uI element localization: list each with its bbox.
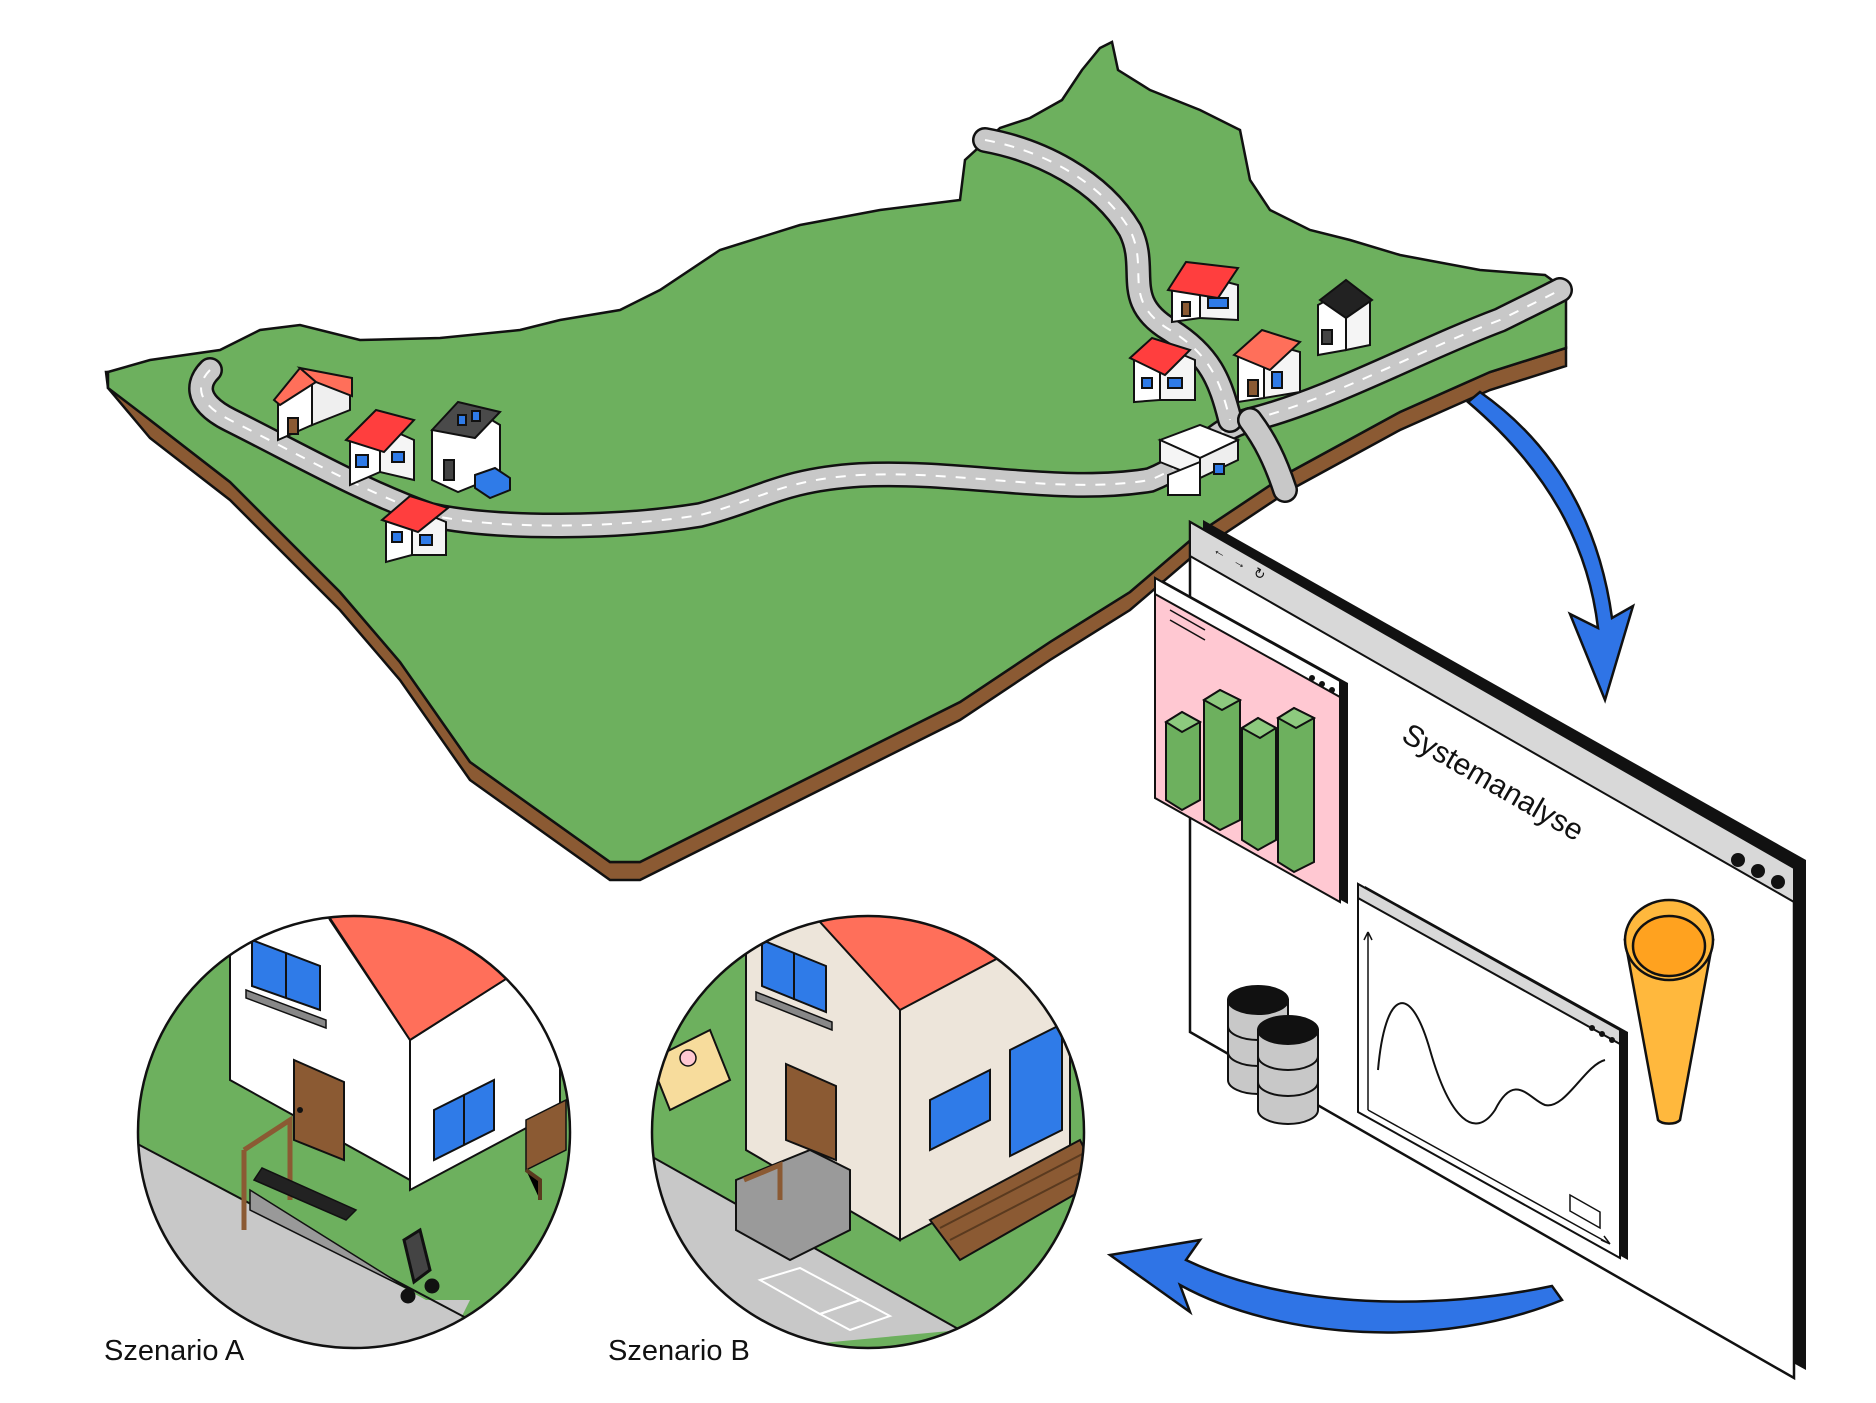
- arrow-down-icon: [1466, 390, 1636, 704]
- house-east-flat: [1157, 423, 1241, 496]
- arrow-left-icon: [1106, 1238, 1564, 1334]
- window-titlebar: [1189, 520, 1795, 904]
- walker-icon: [400, 1227, 440, 1304]
- database-icon: [1227, 985, 1319, 1125]
- scenario-b-label: Szenario B: [608, 1335, 750, 1367]
- house-west-3: [430, 400, 511, 500]
- scenario-a-illustration: [136, 914, 572, 1350]
- cycle-arrows: [1106, 390, 1636, 1334]
- house-west-1: [272, 366, 353, 442]
- landscape-map: [104, 40, 1573, 882]
- back-arrow-icon[interactable]: ←: [1211, 541, 1231, 562]
- house-west-4: [380, 494, 451, 564]
- line-chart-panel: [1357, 882, 1628, 1260]
- map-land: [106, 40, 1568, 864]
- scenario-a-label: Szenario A: [104, 1335, 245, 1367]
- scenario-b-illustration: [650, 914, 1086, 1350]
- map-houses: [272, 260, 1374, 564]
- line-chart-curve: [1377, 1002, 1606, 1125]
- funnel-icon: [1623, 898, 1715, 1125]
- map-roads: [188, 127, 1573, 539]
- system-analysis-window: ← → ↻ Systemanalyse: [1154, 519, 1806, 1381]
- forward-arrow-icon[interactable]: →: [1231, 552, 1251, 573]
- house-east-2: [1317, 278, 1374, 357]
- house-east-3: [1128, 336, 1196, 404]
- window-dots: [1731, 853, 1785, 889]
- house-west-2: [344, 408, 416, 487]
- house-east-1: [1166, 260, 1240, 324]
- bar-chart-panel: [1154, 576, 1348, 904]
- hopscotch-icon: [757, 1266, 893, 1332]
- house-east-4: [1232, 328, 1302, 404]
- bar-chart-bars: [1164, 688, 1317, 874]
